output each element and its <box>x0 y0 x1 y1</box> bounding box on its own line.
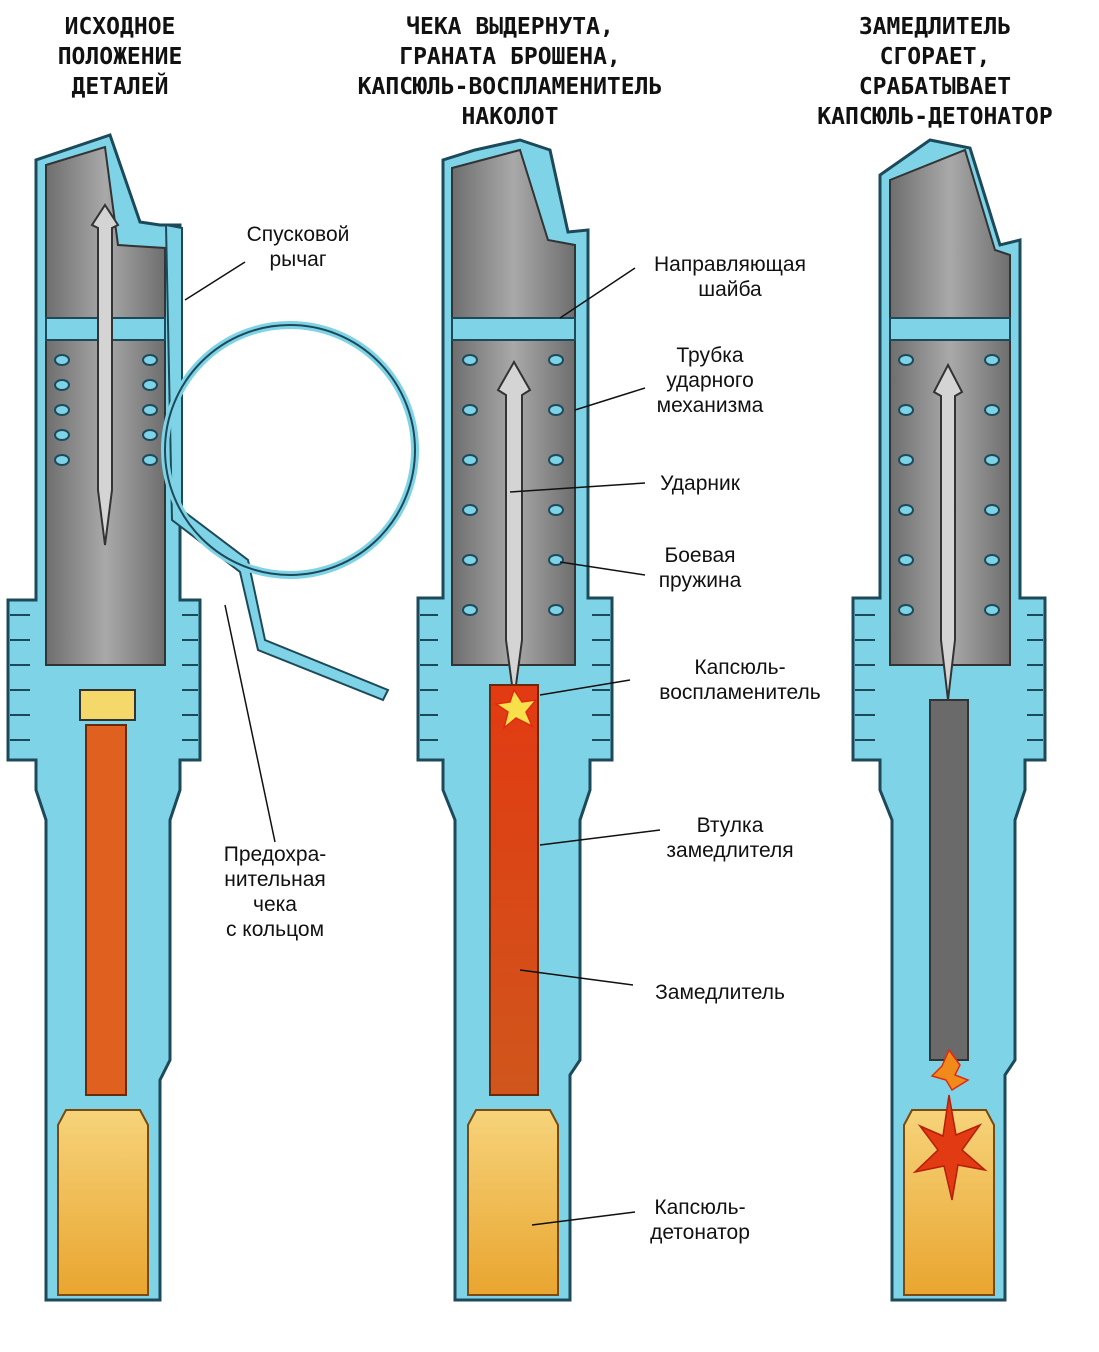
callout-detonator <box>531 1211 636 1226</box>
primer <box>79 689 136 721</box>
detonator <box>903 1109 995 1296</box>
callout-mainspring <box>559 561 646 576</box>
guide-washer <box>451 317 576 341</box>
label-delay: Замедлитель <box>655 981 785 1004</box>
label-safety-pin: Предохра- нительная чека с кольцом <box>223 843 327 941</box>
callout-safety-pin <box>224 604 276 843</box>
safety-pin-ring <box>161 321 419 579</box>
detonator-flash <box>912 1094 988 1201</box>
label-striker: Ударник <box>660 472 740 495</box>
delay-element <box>489 684 539 1096</box>
fuze-delay-burning <box>851 138 1047 1302</box>
guide-washer <box>889 317 1011 341</box>
callout-firing-tube <box>574 387 646 411</box>
stage-title-pin-pulled: ЧЕКА ВЫДЕРНУТА, ГРАНАТА БРОШЕНА, КАПСЮЛЬ… <box>357 14 663 130</box>
mainspring <box>898 354 1000 616</box>
callout-trigger-lever <box>184 261 246 301</box>
primer-flash <box>493 688 538 731</box>
callout-lines <box>184 261 661 1226</box>
delay-flame <box>930 1048 970 1092</box>
mainspring <box>54 354 158 466</box>
delay-element <box>85 724 127 1096</box>
stage-title-delay-burning: ЗАМЕДЛИТЕЛЬ СГОРАЕТ, СРАБАТЫВАЕТ КАПСЮЛЬ… <box>817 14 1053 130</box>
label-guide-washer: Направляющая шайба <box>654 253 806 301</box>
fuze-pin-pulled <box>416 138 614 1302</box>
label-delay-bushing: Втулка замедлителя <box>666 814 794 862</box>
label-detonator: Капсюль- детонатор <box>650 1196 750 1244</box>
callout-striker <box>509 482 646 493</box>
fuze-initial <box>6 133 419 1302</box>
mainspring <box>462 354 564 616</box>
label-primer: Капсюль- воспламенитель <box>659 656 821 704</box>
thread <box>855 614 1043 741</box>
callout-delay <box>519 969 634 986</box>
stage-title-initial: ИСХОДНОЕ ПОЛОЖЕНИЕ ДЕТАЛЕЙ <box>57 14 183 100</box>
delay-channel <box>929 699 969 1061</box>
label-trigger-lever: Спусковой рычаг <box>246 223 350 271</box>
callout-primer <box>539 679 631 696</box>
striker <box>90 203 120 546</box>
detonator <box>467 1109 559 1296</box>
thread <box>420 614 610 741</box>
detonator <box>57 1109 149 1296</box>
thread <box>10 614 198 741</box>
callout-guide-washer <box>559 267 636 319</box>
label-firing-tube: Трубка ударного механизма <box>656 344 764 417</box>
callout-delay-bushing <box>539 829 661 846</box>
label-mainspring: Боевая пружина <box>658 544 742 592</box>
